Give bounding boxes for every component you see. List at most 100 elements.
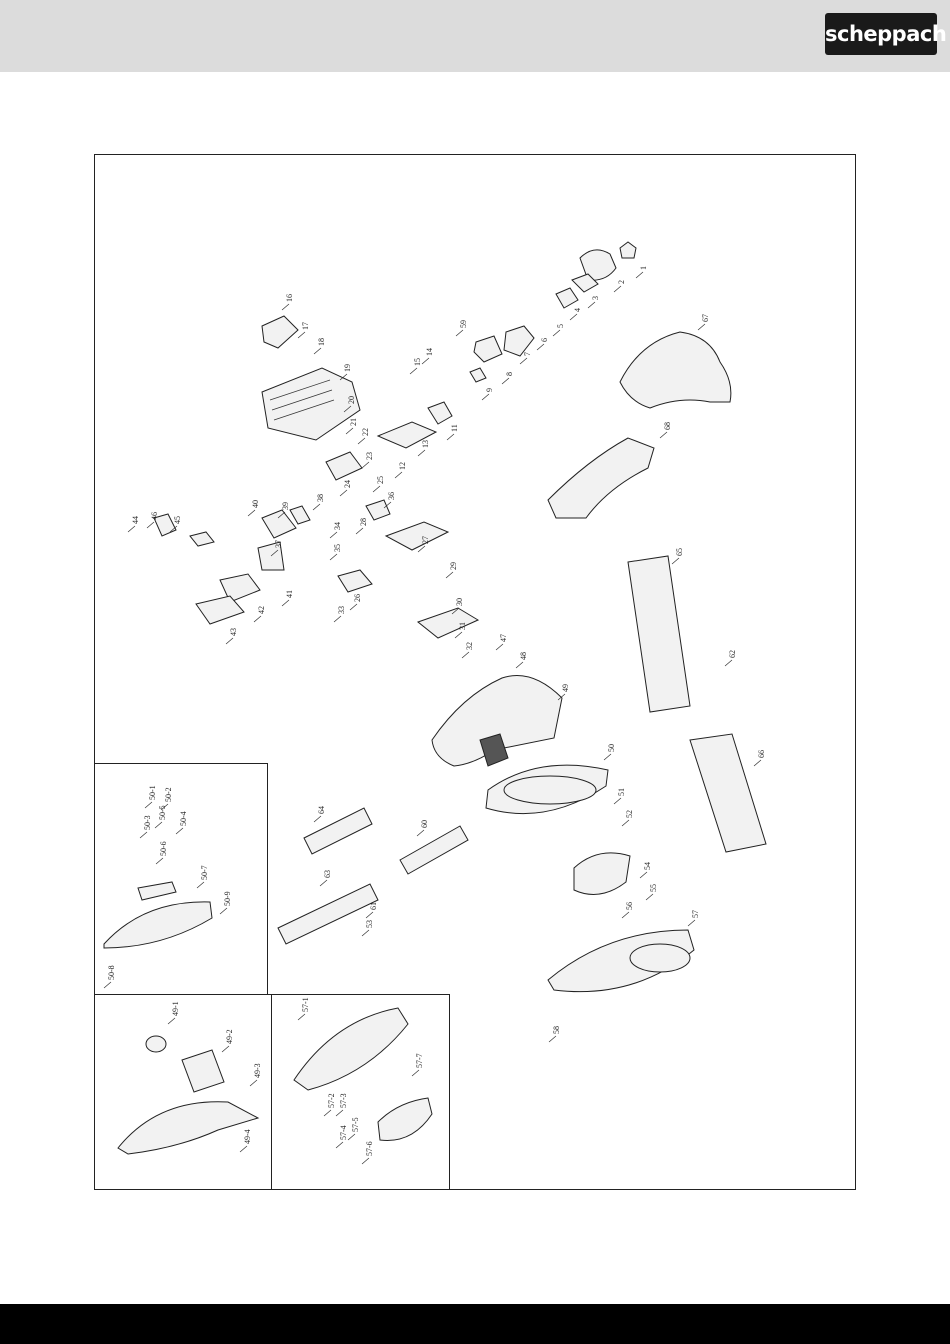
leader-line — [361, 929, 370, 937]
part-number-label: 27 — [421, 536, 430, 544]
leader-line — [671, 557, 680, 565]
part-number-label: 53 — [365, 920, 374, 928]
leader-line — [329, 531, 338, 539]
leader-line — [621, 819, 630, 827]
part-number-label: 35 — [333, 544, 342, 552]
part-number-label: 57-1 — [301, 997, 310, 1012]
exploded-diagram-frame — [94, 154, 856, 1190]
part-number-label: 11 — [450, 424, 459, 432]
part-number-label: 57-2 — [327, 1093, 336, 1108]
part-number-label: 25 — [376, 476, 385, 484]
leader-line — [394, 471, 403, 479]
part-number-label: 62 — [728, 650, 737, 658]
part-number-label: 63 — [323, 870, 332, 878]
part-number-label: 28 — [359, 518, 368, 526]
part-number-label: 24 — [343, 480, 352, 488]
part-number-label: 50-6 — [159, 841, 168, 856]
part-number-label: 50-4 — [179, 811, 188, 826]
part-number-label: 2 — [617, 280, 626, 284]
part-number-label: 44 — [131, 516, 140, 524]
part-number-label: 37 — [274, 540, 283, 548]
leader-line — [167, 1017, 176, 1025]
part-number-label: 9 — [485, 388, 494, 392]
part-number-label: 40 — [251, 500, 260, 508]
part-number-label: 31 — [458, 622, 467, 630]
leader-line — [155, 857, 164, 865]
part-number-label: 58 — [552, 1026, 561, 1034]
leader-line — [281, 303, 290, 311]
leader-line — [409, 367, 418, 375]
leader-line — [417, 449, 426, 457]
part-number-label: 49-4 — [243, 1129, 252, 1144]
part-number-label: 43 — [229, 628, 238, 636]
part-number-label: 7 — [523, 352, 532, 356]
part-number-label: 30 — [455, 598, 464, 606]
leader-line — [569, 313, 578, 321]
leader-line — [277, 511, 286, 519]
part-number-label: 36 — [387, 492, 396, 500]
leader-line — [639, 871, 648, 879]
part-number-label: 48 — [519, 652, 528, 660]
part-number-label: 50-9 — [223, 891, 232, 906]
leader-line — [451, 607, 460, 615]
leader-line — [613, 285, 622, 293]
leader-line — [687, 919, 696, 927]
leader-line — [281, 599, 290, 607]
leader-line — [445, 571, 454, 579]
part-number-label: 16 — [285, 294, 294, 302]
part-number-label: 52 — [625, 810, 634, 818]
scheppach-logo: scheppach — [825, 13, 947, 55]
header-bar — [0, 0, 950, 72]
part-number-label: 65 — [675, 548, 684, 556]
part-number-label: 49-2 — [225, 1029, 234, 1044]
part-number-label: 57-7 — [415, 1053, 424, 1068]
leader-line — [446, 433, 455, 441]
part-number-label: 19 — [343, 364, 352, 372]
part-number-label: 22 — [361, 428, 370, 436]
leader-line — [343, 405, 352, 413]
leader-line — [154, 821, 163, 829]
leader-line — [297, 1013, 306, 1021]
leader-line — [329, 553, 338, 561]
leader-line — [557, 693, 566, 701]
part-number-label: 29 — [449, 562, 458, 570]
leader-line — [323, 1109, 332, 1117]
part-number-label: 50-5 — [158, 805, 167, 820]
leader-line — [270, 549, 279, 557]
leader-line — [501, 377, 510, 385]
part-number-label: 57 — [691, 910, 700, 918]
part-number-label: 64 — [317, 806, 326, 814]
part-number-label: 41 — [285, 590, 294, 598]
leader-line — [603, 753, 612, 761]
part-number-label: 49-3 — [253, 1063, 262, 1078]
part-number-label: 14 — [425, 348, 434, 356]
leader-line — [160, 803, 169, 811]
leader-line — [621, 911, 630, 919]
part-number-label: 61 — [369, 902, 378, 910]
leader-line — [103, 981, 112, 989]
leader-line — [454, 631, 463, 639]
leader-line — [361, 461, 370, 469]
leader-line — [249, 1079, 258, 1087]
leader-line — [333, 615, 342, 623]
footer-bar — [0, 1304, 950, 1344]
leader-line — [239, 1145, 248, 1153]
leader-line — [361, 1157, 370, 1165]
leader-line — [613, 797, 622, 805]
part-number-label: 50-7 — [200, 865, 209, 880]
leader-line — [753, 759, 762, 767]
part-number-label: 12 — [398, 462, 407, 470]
leader-line — [455, 329, 464, 337]
leader-line — [548, 1035, 557, 1043]
part-number-label: 15 — [413, 358, 422, 366]
leader-line — [383, 501, 392, 509]
leader-line — [139, 831, 148, 839]
leader-line — [411, 1069, 420, 1077]
leader-line — [335, 1109, 344, 1117]
part-number-label: 49-1 — [171, 1001, 180, 1016]
leader-line — [225, 637, 234, 645]
leader-line — [349, 603, 358, 611]
part-number-label: 13 — [421, 440, 430, 448]
part-number-label: 67 — [701, 314, 710, 322]
